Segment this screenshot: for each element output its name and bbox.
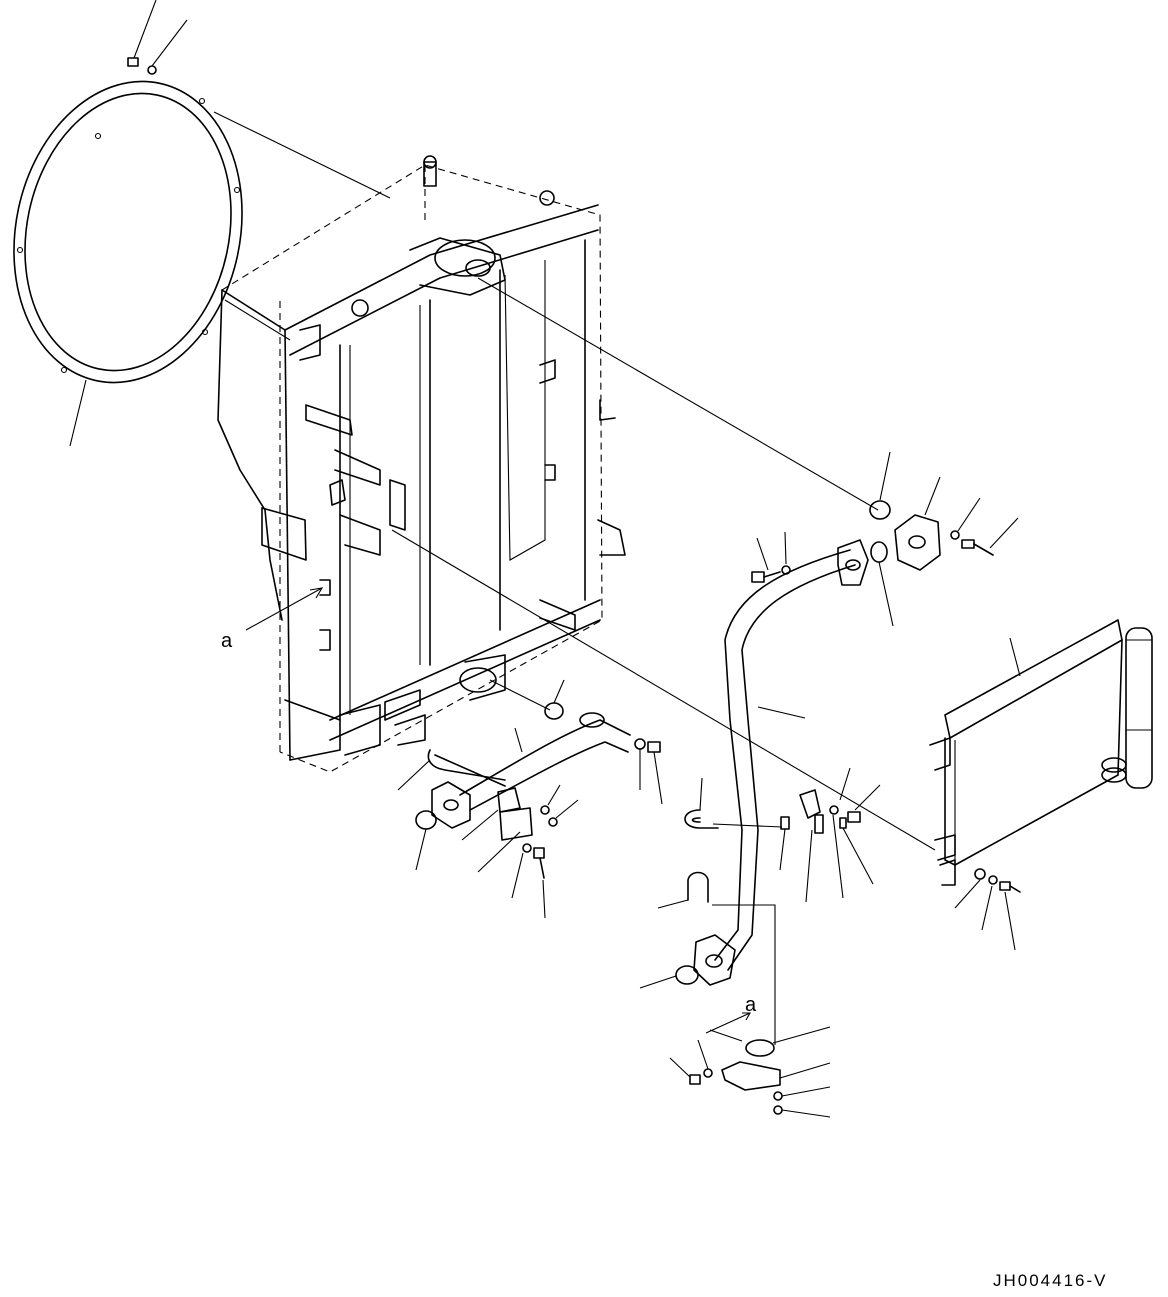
o-rings-upper [869,451,894,627]
mid-bracket [799,767,881,903]
ref-arrow-a-radiator: a [221,587,324,652]
ref-label-a-1: a [221,630,233,652]
lower-pipe-hardware [415,679,663,919]
leader-lines [69,0,391,447]
flange-block [894,476,1019,571]
condenser-unit [929,619,1153,886]
radiator-assembly [217,155,626,773]
lower-bracket [669,1026,831,1118]
o-ring-lower [639,965,699,989]
u-clamps [657,777,790,1045]
upper-pipe [693,539,869,986]
upper-pipe-bolt-washer [751,531,791,583]
drawing-code: JH004416-V [993,1271,1108,1290]
lower-pipe [397,712,631,829]
ring-bolt [127,57,157,75]
fan-ring [13,80,243,384]
ref-label-a-2: a [745,994,757,1016]
assembly-lines [391,277,936,851]
condenser-bolts [954,868,1021,951]
ref-arrow-a-lower: a [705,994,757,1042]
